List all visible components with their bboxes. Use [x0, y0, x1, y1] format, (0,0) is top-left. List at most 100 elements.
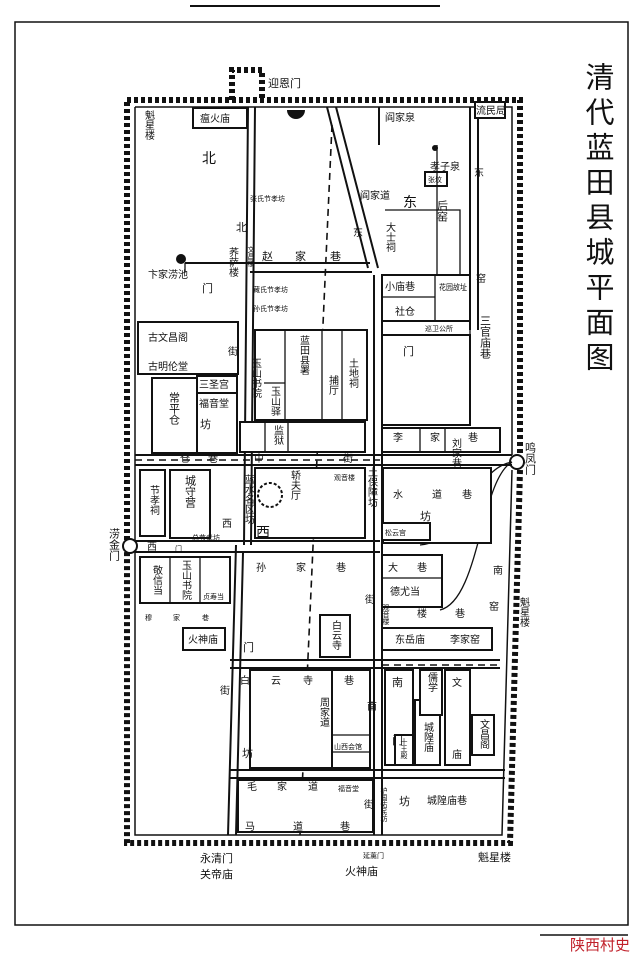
- map-label: 三圣宫: [199, 378, 229, 391]
- map-label: 土地祠: [347, 357, 359, 389]
- map-label: 城隍庙: [422, 722, 434, 753]
- map-label: 水: [393, 489, 403, 501]
- map-label: 东: [403, 195, 417, 211]
- map-label: 松云宫: [385, 528, 406, 537]
- map-label: 孙氏节孝坊: [253, 304, 288, 313]
- map-label: 孙: [256, 561, 266, 574]
- map-label: 道: [293, 820, 303, 833]
- map-label: 儒学: [426, 671, 438, 692]
- map-label: 玉山书院: [250, 358, 262, 399]
- map-label: 荞萨楼: [227, 247, 239, 278]
- map-label: 家: [296, 561, 306, 574]
- map-label: 巷: [417, 562, 427, 574]
- map-label: 北: [236, 221, 247, 234]
- map-label: 西: [256, 525, 270, 541]
- map-label: 社仓: [395, 305, 415, 318]
- north-gate-bastion: [229, 67, 265, 100]
- map-label: 东: [474, 166, 484, 179]
- map-label: 赵: [262, 249, 273, 263]
- map-label: 南: [392, 676, 403, 689]
- outside-kuixing-se: 魁星楼: [478, 850, 511, 864]
- pond-icon: [176, 254, 186, 264]
- watermark: 陕西村史: [570, 936, 630, 954]
- blocks: [137, 101, 506, 833]
- map-label: 阎家道: [360, 189, 390, 202]
- map-label: 楼: [417, 607, 427, 620]
- map-label: 巷: [336, 562, 346, 574]
- map-label: 巷: [462, 489, 472, 501]
- map-label: 窑: [489, 600, 499, 613]
- map-label: 文昌阁: [478, 718, 490, 750]
- map-label: 古文昌阁: [148, 331, 188, 344]
- map-label: 家: [173, 613, 180, 622]
- map-label: 街: [220, 684, 230, 697]
- map-label: 东岳庙: [395, 633, 425, 646]
- map-label: 西: [147, 542, 157, 553]
- map-label: 南: [493, 564, 503, 577]
- map-label: 庙: [452, 748, 462, 761]
- map-label: 仓: [180, 452, 190, 465]
- map-label: 巡卫公所: [425, 324, 453, 333]
- map-label: 三官庙巷: [479, 315, 492, 359]
- map-label: 大: [388, 561, 398, 574]
- map-label: 福音堂: [199, 397, 229, 410]
- map-label: 古明伦堂: [148, 360, 188, 373]
- map-label: 流民局: [476, 104, 506, 117]
- map-label: 轿夫厅: [289, 469, 301, 500]
- map-label: 火神庙: [188, 633, 218, 646]
- north-well-icon: [287, 110, 305, 119]
- map-label: 巷: [202, 614, 209, 622]
- map-label: 北: [202, 151, 216, 167]
- map-label: 后窑: [436, 200, 449, 223]
- map-label: 寺: [303, 675, 313, 687]
- map-label: 德尤当: [390, 585, 420, 598]
- map-label: 蓝水名区坊: [243, 474, 255, 525]
- map-label: 坊: [420, 509, 431, 523]
- map-label: 卞家涝池: [148, 268, 188, 281]
- map-label: 李: [393, 431, 403, 444]
- map-label: 家: [295, 249, 306, 263]
- map-label: 阎家泉: [385, 111, 415, 124]
- map-label: 玉山驿: [269, 386, 281, 417]
- map-label: 张坟: [428, 175, 442, 184]
- map-label: 魁星楼: [518, 596, 530, 628]
- map-label: 中: [254, 452, 264, 465]
- map-label: 马: [245, 821, 255, 833]
- gate-south: 永清门: [200, 851, 233, 865]
- map-label: 敬信当: [151, 564, 163, 596]
- map-label: 小庙巷: [385, 280, 415, 293]
- map-label: 巷: [344, 675, 354, 687]
- map-label: 玉山书院: [180, 560, 192, 601]
- map-label: 门: [392, 733, 403, 747]
- map-label: 护国佑民坊: [380, 786, 388, 823]
- map-label: 道: [432, 488, 442, 501]
- map-label: 文: [452, 676, 462, 689]
- map-label: 大士祠: [384, 221, 396, 253]
- city-wall: [122, 67, 525, 846]
- map-label: 巷: [208, 453, 218, 465]
- gate-west: 涝金门: [108, 528, 121, 562]
- map-label: 周家道: [318, 697, 330, 727]
- map-label: 街: [228, 345, 238, 358]
- map-label: 东: [353, 226, 363, 239]
- map-label: 李家窑: [450, 633, 480, 646]
- map-label: 西: [222, 519, 232, 530]
- map-label: 街: [365, 593, 375, 606]
- map-label: 巷: [468, 432, 478, 444]
- map-label: 十王殿: [400, 737, 408, 760]
- map-label: 花园故址: [439, 282, 467, 292]
- map-label: 家: [277, 780, 287, 793]
- map-label: 门: [175, 544, 182, 553]
- map-label: 张氏节孝坊: [250, 194, 285, 203]
- map-label: 街: [364, 798, 374, 811]
- map-label: 巷: [340, 821, 350, 833]
- map-labels: 魁星楼 瘟火庙 北 张氏节孝坊 北 荞萨楼 文昌楼 赵 家 巷 卞家涝池 门 藏…: [143, 104, 530, 833]
- map-label: 蓝田县署: [298, 335, 310, 375]
- map-label: 观音楼: [334, 473, 355, 482]
- map-label: 窑: [476, 272, 486, 285]
- map-title: 清代蓝田县城平面图: [581, 62, 615, 377]
- map-label: 坊: [200, 417, 211, 431]
- map-label: 贞寿当: [203, 592, 224, 601]
- map-label: 刘家巷: [450, 438, 462, 468]
- map-label: 门: [403, 344, 414, 358]
